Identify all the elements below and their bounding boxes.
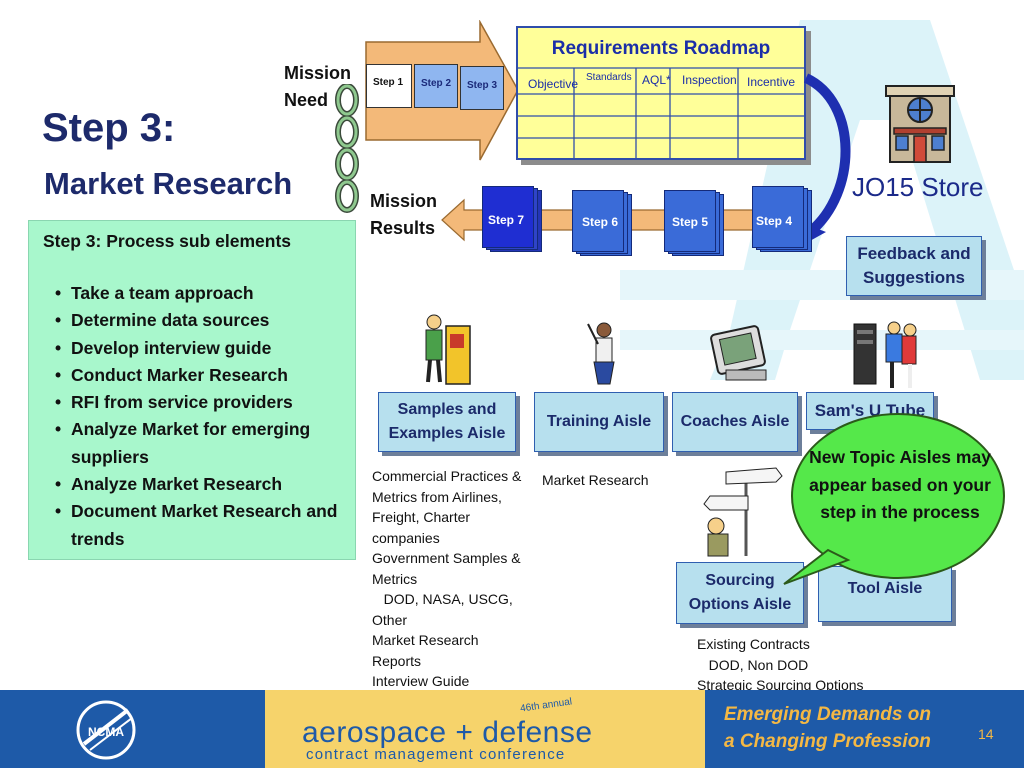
roadmap-col-objective: Objective: [528, 77, 579, 91]
computer-workstation-icon: [710, 325, 767, 381]
list-item: Develop interview guide: [43, 335, 341, 362]
step-3-box: Step 3: [460, 66, 504, 110]
list-item: Analyze Market for emerging suppliers: [43, 416, 341, 471]
step-1-box: Step 1: [366, 64, 412, 108]
roadmap-grid: [518, 67, 804, 158]
mission-need-label: Mission Need: [284, 63, 352, 110]
list-item: Analyze Market Research: [43, 471, 341, 498]
step-5-stack: Step 5: [664, 190, 724, 256]
slide-subtitle: Market Research: [44, 166, 293, 201]
thinking-person-signpost-icon: [703, 467, 783, 557]
store-building-icon: [885, 85, 955, 163]
speech-bubble-shape: [783, 413, 1005, 585]
footer-gold-panel: [265, 690, 705, 768]
feedback-suggestions-box: Feedback and Suggestions: [846, 236, 982, 296]
footer-tagline-1: Emerging Demands on: [724, 704, 931, 725]
list-item: Conduct Marker Research: [43, 362, 341, 389]
roadmap-col-standards: Standards: [586, 72, 632, 83]
process-panel-heading: Step 3: Process sub elements: [43, 231, 292, 251]
training-aisle: Training Aisle: [534, 392, 664, 452]
people-at-server-icon: [853, 321, 917, 388]
svg-text:NCMA: NCMA: [88, 725, 124, 739]
step-6-stack: Step 6: [572, 190, 632, 256]
samples-details-text: Commercial Practices & Metrics from Airl…: [372, 466, 530, 692]
list-item: RFI from service providers: [43, 389, 341, 416]
roadmap-col-incentive: Incentive: [747, 75, 796, 89]
footer-conference-subtitle: contract management conference: [306, 746, 566, 763]
process-list: Take a team approach Determine data sour…: [43, 280, 341, 553]
roadmap-col-inspection: Inspection: [682, 73, 737, 87]
mission-results-label: Mission Results: [370, 191, 438, 238]
list-item: Document Market Research and trends: [43, 498, 341, 553]
footer-tagline-2: a Changing Profession: [724, 731, 931, 752]
tool-aisle: Tool Aisle: [818, 566, 952, 622]
list-item: Determine data sources: [43, 307, 341, 334]
step-2-box: Step 2: [414, 64, 458, 108]
slide-title: Step 3:: [42, 106, 176, 150]
training-details-text: Market Research: [542, 472, 649, 488]
requirements-roadmap-table: Requirements Roadmap Objective Standards…: [516, 26, 806, 160]
process-panel: Step 3: Process sub elements Take a team…: [28, 220, 356, 560]
roadmap-col-aql: AQL*: [642, 73, 671, 87]
list-item: Take a team approach: [43, 280, 341, 307]
sourcing-details-text: Existing Contracts DOD, Non DOD Strategi…: [697, 634, 872, 696]
samples-examples-aisle: Samples and Examples Aisle: [378, 392, 516, 452]
page-number: 14: [978, 726, 994, 742]
ncma-logo-icon: NCMA: [76, 700, 136, 760]
worker-at-machine-icon: [425, 314, 471, 385]
coaches-aisle: Coaches Aisle: [672, 392, 798, 452]
roadmap-title: Requirements Roadmap: [551, 38, 771, 59]
footer-conference-title: aerospace + defense: [302, 716, 593, 749]
step-4-stack: Step 4: [752, 186, 812, 252]
step-7-stack: Step 7: [482, 186, 542, 252]
chain-icon: [335, 84, 359, 213]
sourcing-options-aisle: Sourcing Options Aisle: [676, 562, 804, 624]
store-title: JO15 Store: [852, 172, 984, 202]
speech-bubble-text: New Topic Aisles may appear based on you…: [809, 447, 991, 522]
trainer-with-pointer-icon: [587, 322, 615, 385]
